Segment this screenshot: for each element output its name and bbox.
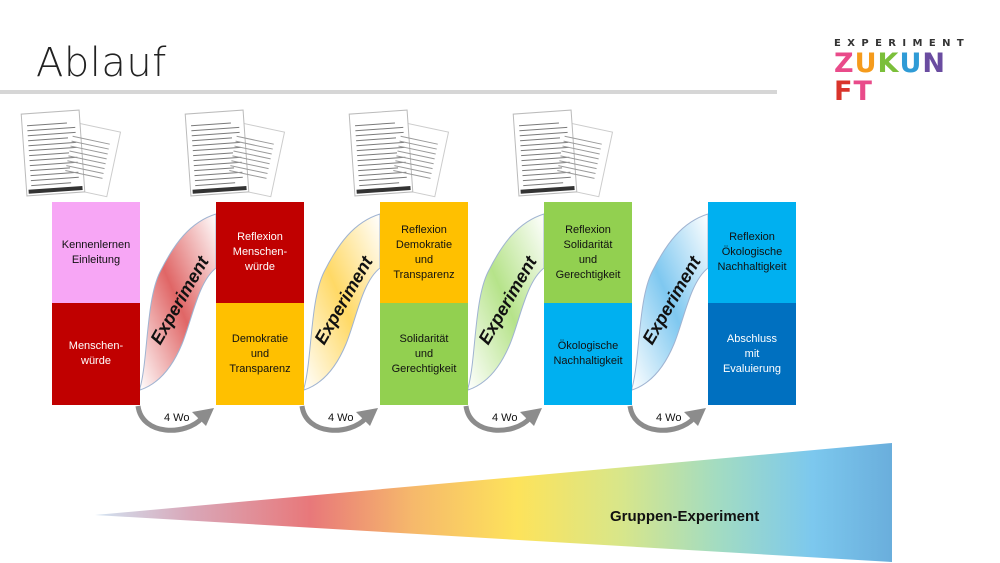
stage-1-bottom-box: Menschen- würde — [52, 303, 140, 405]
interval-label-3: 4 Wo — [492, 412, 518, 424]
logo: EXPERIMENT ZUKUNFT — [834, 38, 971, 107]
interval-arrow-head-2 — [356, 408, 378, 426]
worksheet-thumbnail-4 — [512, 109, 614, 198]
title-divider — [0, 90, 777, 94]
interval-arrow-2 — [299, 405, 368, 433]
stage-3-bottom-box: Solidarität und Gerechtigkeit — [380, 303, 468, 405]
interval-label-1: 4 Wo — [164, 412, 190, 424]
stage-2-top-box: Reflexion Menschen- würde — [216, 202, 304, 303]
stage-2-bottom-box: Demokratie und Transparenz — [216, 303, 304, 405]
gradient-wedge — [95, 443, 892, 562]
stage-3-top-box: Reflexion Demokratie und Transparenz — [380, 202, 468, 303]
interval-arrow-head-1 — [192, 408, 214, 426]
stage-5-top-box: Reflexion Ökologische Nachhaltigkeit — [708, 202, 796, 303]
interval-arrow-head-3 — [520, 408, 542, 426]
stage-5-bottom-box: Abschluss mit Evaluierung — [708, 303, 796, 405]
interval-arrow-head-4 — [684, 408, 706, 426]
worksheet-thumbnail-2 — [184, 109, 286, 198]
logo-top-text: EXPERIMENT — [834, 38, 971, 49]
interval-label-2: 4 Wo — [328, 412, 354, 424]
interval-label-4: 4 Wo — [656, 412, 682, 424]
worksheet-thumbnail-3 — [348, 109, 450, 198]
interval-arrow-3 — [463, 405, 532, 433]
page-title: Ablauf — [36, 40, 167, 86]
gradient-label: Gruppen-Experiment — [610, 508, 760, 525]
stage-4-top-box: Reflexion Solidarität und Gerechtigkeit — [544, 202, 632, 303]
interval-arrow-1 — [135, 405, 204, 433]
stage-1-top-box: Kennenlernen Einleitung — [52, 202, 140, 303]
interval-arrow-4 — [627, 405, 696, 433]
stage-4-bottom-box: Ökologische Nachhaltigkeit — [544, 303, 632, 405]
worksheet-thumbnail-1 — [20, 109, 122, 198]
logo-bottom-text: ZUKUNFT — [834, 48, 946, 107]
